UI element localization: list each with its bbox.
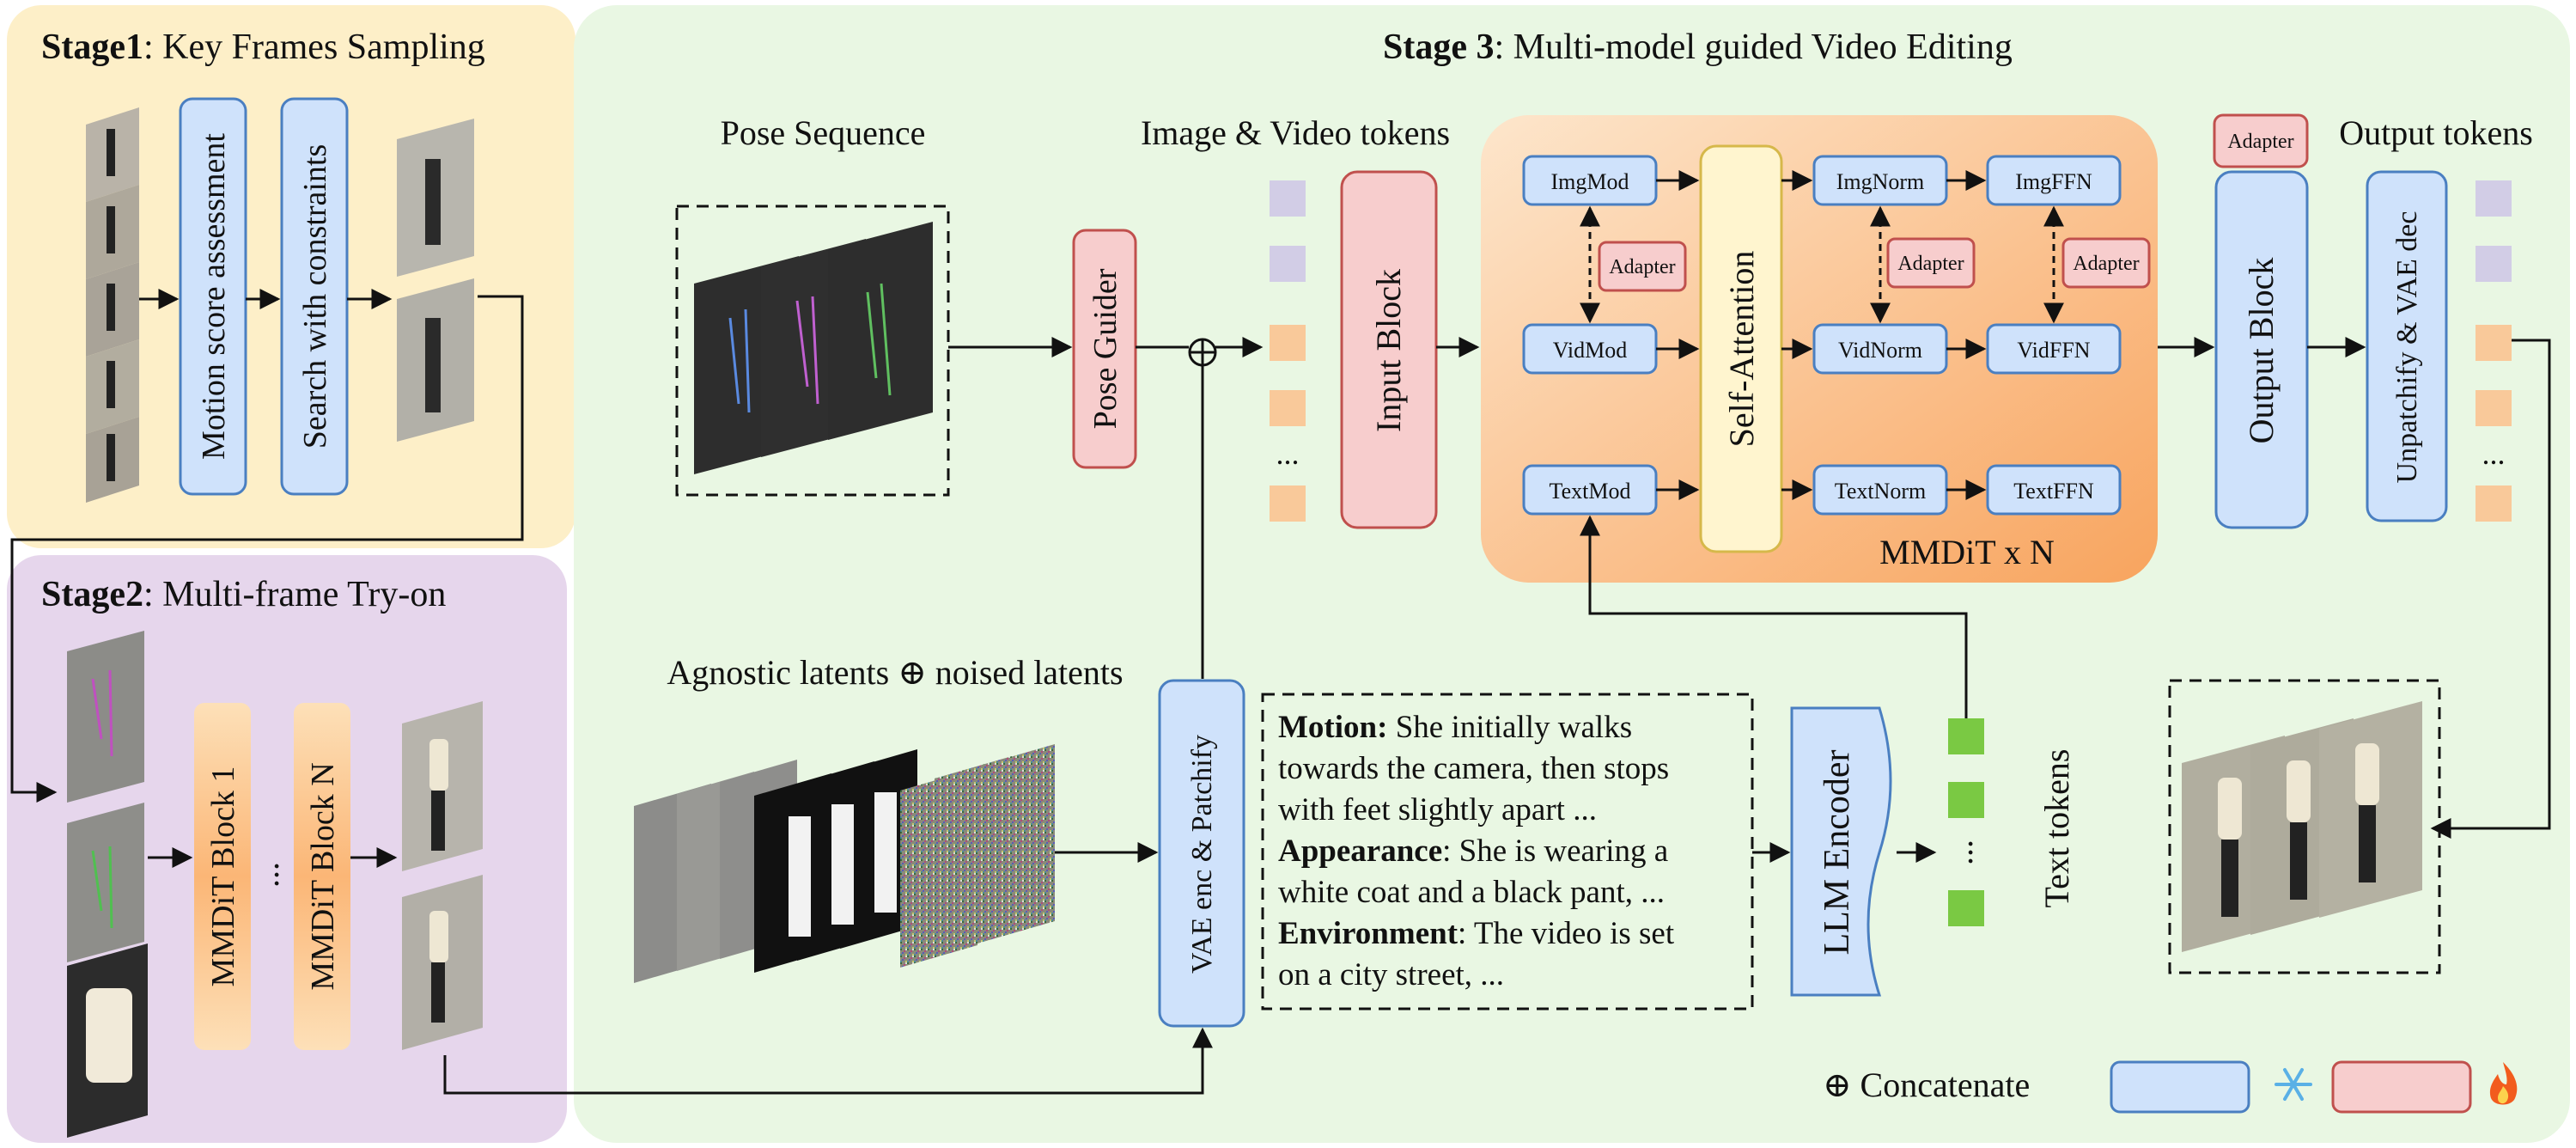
snowflake-icon xyxy=(2275,1068,2312,1101)
motion-score-box xyxy=(179,97,247,496)
output-video-images xyxy=(2182,701,2422,952)
output-block-label: Output Block xyxy=(2242,258,2281,444)
search-constraints-label: Search with constraints xyxy=(297,144,333,449)
vidffn-label: VidFFN xyxy=(2017,338,2090,363)
connector-stage2-to-vae xyxy=(443,1027,1213,1095)
vae-enc-box xyxy=(1158,679,1245,1028)
mmdit-block-1-label: MMDiT Block 1 xyxy=(205,766,241,987)
pose-frames-stage2 xyxy=(67,631,144,962)
mmdit-block-n xyxy=(294,703,350,1050)
legend-trainable-swatch xyxy=(2331,1060,2472,1114)
mmdit-block-1 xyxy=(194,703,251,1050)
svg-text:with feet slightly apart ...: with feet slightly apart ... xyxy=(1278,792,1597,827)
text-tokens-label: Text tokens xyxy=(2037,749,2076,908)
unpatchify-box xyxy=(2366,170,2448,522)
input-block xyxy=(1340,170,1438,529)
vae-enc-label: VAE enc & Patchify xyxy=(1186,735,1218,974)
mmdit-label: MMDiT x N xyxy=(1879,533,2055,571)
stage2-dots: ... xyxy=(247,862,286,888)
vidffn-box xyxy=(1986,323,2122,375)
agnostic-latents-label: Agnostic latents ⊕ noised latents xyxy=(667,653,1123,692)
concat-operator xyxy=(1188,338,1217,367)
stage1-title: Stage1: Key Frames Sampling xyxy=(41,27,485,67)
input-video-frames xyxy=(86,107,139,503)
legend-concatenate: ⊕ Concatenate xyxy=(1823,1066,2030,1104)
svg-text:white coat and a black pant, .: white coat and a black pant, ... xyxy=(1278,875,1665,910)
connector-stage1-to-stage2 xyxy=(10,295,524,803)
stage3-title: Stage 3: Multi-model guided Video Editin… xyxy=(1383,27,2013,67)
adapter-label-norm: Adapter xyxy=(1897,253,1964,275)
image-video-tokens xyxy=(1270,180,1306,522)
input-block-label: Input Block xyxy=(1369,269,1408,432)
adapter-label-ffn: Adapter xyxy=(2073,253,2139,275)
tryon-frames xyxy=(402,701,483,1050)
pose-guider-box xyxy=(1072,229,1137,469)
stage2-title: Stage2: Multi-frame Try-on xyxy=(41,575,446,614)
output-adapter-box xyxy=(2213,113,2309,168)
imgmod-label: ImgMod xyxy=(1551,169,1629,194)
prompt-text: Motion: She initially walks towards the … xyxy=(1278,710,1675,992)
text-tokens-dots: ... xyxy=(1941,840,1980,865)
output-video-frame xyxy=(2168,679,2441,974)
agnostic-noised-latents xyxy=(634,744,1055,983)
self-attention-label: Self-Attention xyxy=(1722,251,1761,448)
image-video-tokens-dots: ... xyxy=(1276,437,1300,471)
fire-icon xyxy=(2489,1062,2518,1105)
output-block xyxy=(2214,170,2309,529)
imgffn-box xyxy=(1986,155,2122,206)
pose-sequence-images xyxy=(694,222,933,474)
vidmod-label: VidMod xyxy=(1553,338,1628,363)
textmod-label: TextMod xyxy=(1550,479,1631,504)
connector-text-to-textmod xyxy=(1580,515,1968,718)
adapter-label-mod: Adapter xyxy=(1609,256,1675,278)
motion-score-label: Motion score assessment xyxy=(196,133,232,460)
svg-text:Appearance: She is wearing a: Appearance: She is wearing a xyxy=(1278,834,1668,869)
svg-text:on a city street, ...: on a city street, ... xyxy=(1278,957,1504,992)
adapter-box-mod xyxy=(1598,241,1687,292)
connector-tokens-to-output xyxy=(2430,339,2551,839)
output-adapter-label: Adapter xyxy=(2227,131,2293,153)
adapter-box-norm xyxy=(1886,237,1976,289)
pose-sequence-frame xyxy=(675,205,950,497)
image-video-tokens-label: Image & Video tokens xyxy=(1141,113,1450,152)
textnorm-label: TextNorm xyxy=(1835,479,1927,504)
vidnorm-label: VidNorm xyxy=(1838,338,1922,363)
textffn-label: TextFFN xyxy=(2013,479,2094,504)
mmdit-block-n-label: MMDiT Block N xyxy=(305,762,341,990)
search-constraints-box xyxy=(280,97,349,496)
key-frames xyxy=(397,119,474,442)
garment-image xyxy=(67,943,148,1138)
pose-sequence-label: Pose Sequence xyxy=(721,113,926,152)
legend-frozen-swatch xyxy=(2110,1060,2250,1114)
textffn-box xyxy=(1986,464,2122,516)
output-tokens-label: Output tokens xyxy=(2339,113,2533,152)
unpatchify-label: Unpatchify & VAE dec xyxy=(2391,211,2423,484)
svg-text:Environment: The video is set: Environment: The video is set xyxy=(1278,916,1675,951)
imgffn-label: ImgFFN xyxy=(2015,169,2092,194)
imgnorm-label: ImgNorm xyxy=(1836,169,1925,194)
text-tokens xyxy=(1948,718,1984,926)
prompt-frame xyxy=(1261,693,1754,1011)
output-tokens xyxy=(2476,180,2512,522)
svg-text:towards the camera, then stops: towards the camera, then stops xyxy=(1278,751,1669,786)
llm-encoder-box xyxy=(1790,706,1892,997)
adapter-box-ffn xyxy=(2061,237,2151,289)
svg-text:Motion: She initially walks: Motion: She initially walks xyxy=(1278,710,1632,745)
pose-guider-label: Pose Guider xyxy=(1087,268,1124,429)
output-tokens-dots: ... xyxy=(2482,437,2506,471)
llm-encoder-label: LLM Encoder xyxy=(1818,749,1857,955)
